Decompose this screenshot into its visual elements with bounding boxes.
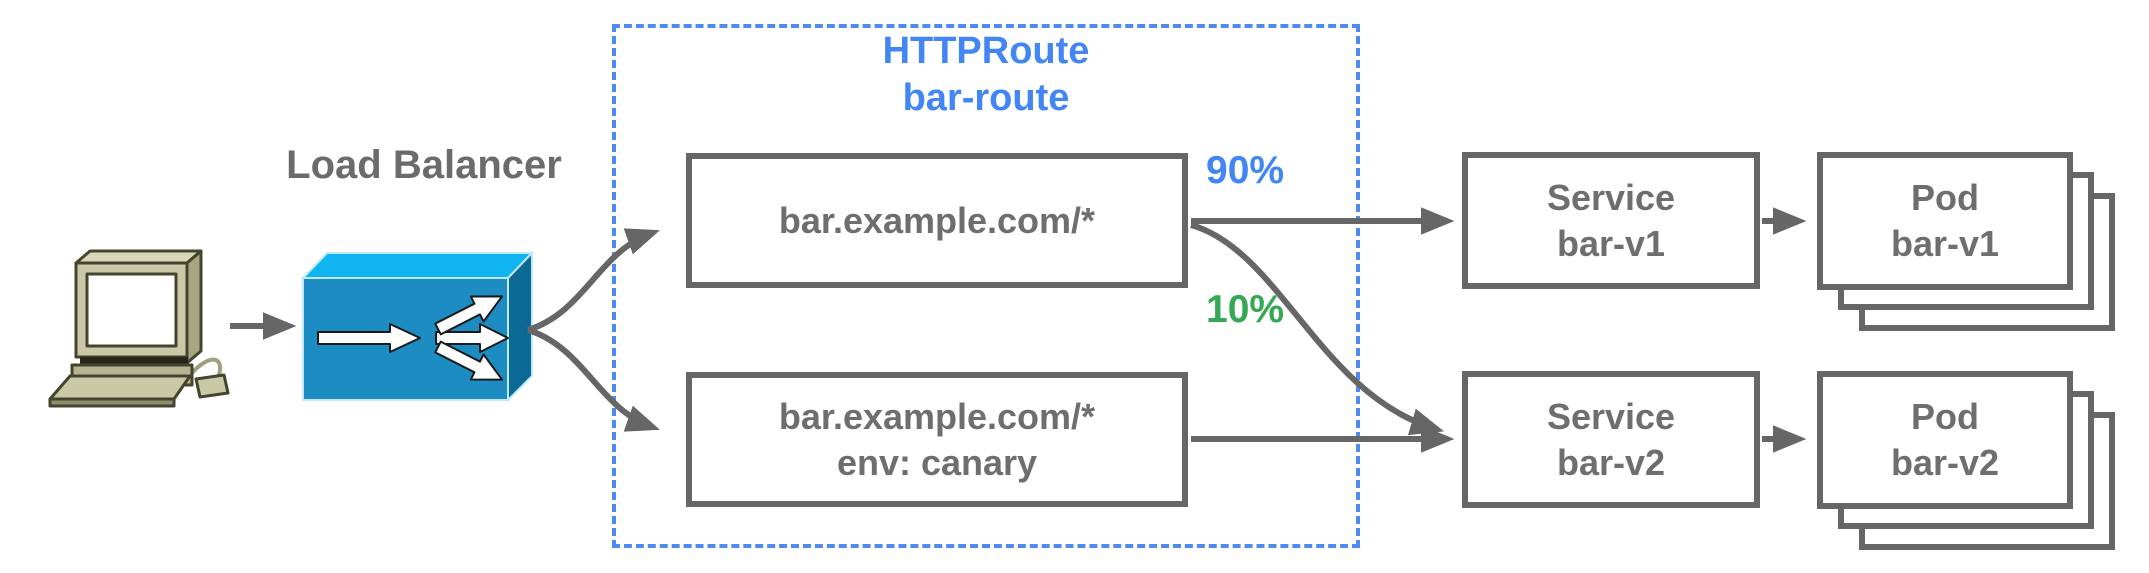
weight-10-label: 10% bbox=[1206, 288, 1285, 331]
rule-box-top: bar.example.com/* bbox=[686, 153, 1188, 288]
pod-box-v1: Pod bar-v1 bbox=[1817, 152, 2073, 290]
pod-v2-name-label: bar-v2 bbox=[1890, 442, 2000, 483]
weight-90-label: 90% bbox=[1206, 149, 1285, 192]
pod-v1-kind-label: Pod bbox=[1911, 177, 1979, 218]
rule-box-bottom: bar.example.com/* env: canary bbox=[686, 372, 1188, 507]
pod-stack-v1: Pod bar-v1 bbox=[1817, 152, 2115, 331]
load-balancer-arrows-glyph bbox=[317, 295, 509, 381]
httproute-kind-label: HTTPRoute bbox=[882, 30, 1090, 72]
client-computer-icon bbox=[48, 249, 230, 408]
pod-stack-v2: Pod bar-v2 bbox=[1817, 371, 2115, 550]
load-balancer-label: Load Balancer bbox=[286, 143, 562, 187]
pod-v1-name-label: bar-v1 bbox=[1890, 223, 2000, 264]
load-balancer-icon bbox=[300, 250, 535, 403]
service-v2-kind-label: Service bbox=[1546, 395, 1676, 437]
httproute-title: HTTPRoute bar-route bbox=[612, 28, 1360, 122]
service-v1-kind-label: Service bbox=[1546, 176, 1676, 218]
pod-v2-kind-label: Pod bbox=[1911, 396, 1979, 437]
service-box-v2: Service bar-v2 bbox=[1462, 371, 1760, 508]
pod-box-v2: Pod bar-v2 bbox=[1817, 371, 2073, 509]
service-v2-name-label: bar-v2 bbox=[1556, 441, 1666, 483]
httproute-name-label: bar-route bbox=[902, 77, 1070, 119]
rule-bottom-header-label: env: canary bbox=[836, 441, 1038, 483]
rule-top-match-label: bar.example.com/* bbox=[778, 199, 1096, 241]
service-box-v1: Service bar-v1 bbox=[1462, 152, 1760, 289]
rule-bottom-match-label: bar.example.com/* bbox=[778, 395, 1096, 437]
service-v1-name-label: bar-v1 bbox=[1556, 222, 1666, 264]
